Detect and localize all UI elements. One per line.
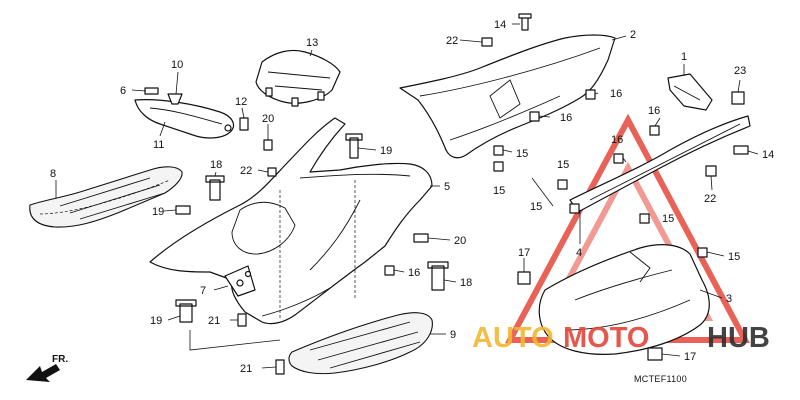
leader-lines bbox=[55, 23, 759, 369]
front-direction-label: FR. bbox=[52, 354, 68, 365]
screw-21-upper bbox=[237, 313, 247, 327]
screw-19-left bbox=[175, 205, 191, 215]
watermark-hub: HUB bbox=[707, 322, 770, 354]
part-1-bracket bbox=[667, 73, 713, 111]
watermark-text: AUTO MOTO HUB bbox=[472, 322, 770, 354]
callout-23: 23 bbox=[734, 65, 746, 77]
callout-18-right: 18 bbox=[460, 277, 472, 289]
callout-22-top: 22 bbox=[446, 35, 458, 47]
clip-22-top bbox=[481, 37, 493, 47]
callout-10: 10 bbox=[171, 59, 183, 71]
callout-22-right: 22 bbox=[704, 193, 716, 205]
bolt-18-right bbox=[427, 261, 449, 291]
callout-3: 3 bbox=[726, 293, 732, 305]
callout-17-left: 17 bbox=[518, 247, 530, 259]
fasteners bbox=[144, 13, 749, 375]
callout-2: 2 bbox=[630, 29, 636, 41]
clip-15-b bbox=[493, 161, 504, 172]
front-arrow-icon bbox=[26, 364, 60, 382]
clip-15-e bbox=[639, 213, 650, 224]
clip-16-a bbox=[585, 89, 596, 100]
part-3-lower-rear-cover bbox=[538, 244, 710, 355]
callout-13: 13 bbox=[306, 37, 318, 49]
clip-22-right bbox=[705, 165, 717, 177]
screw-19-upper bbox=[345, 133, 363, 159]
screw-20-upper bbox=[263, 139, 273, 151]
clip-15-f bbox=[697, 247, 708, 258]
screw-21-lower bbox=[275, 359, 285, 375]
front-direction-indicator: FR. bbox=[26, 354, 68, 382]
clip-15-d bbox=[569, 203, 580, 214]
callout-9: 9 bbox=[450, 329, 456, 341]
screw-14-top bbox=[518, 13, 532, 31]
clip-16-b bbox=[529, 111, 540, 122]
callout-8: 8 bbox=[50, 168, 56, 180]
part-13-center-cover bbox=[255, 49, 341, 107]
callout-20-right: 20 bbox=[454, 235, 466, 247]
bolt-17-left bbox=[517, 271, 531, 285]
part-11-side-cover bbox=[134, 99, 235, 139]
screw-14-right bbox=[733, 145, 749, 155]
clip-12 bbox=[239, 117, 249, 131]
callout-16-d: 16 bbox=[648, 105, 660, 117]
callout-19-upper: 19 bbox=[380, 145, 392, 157]
callout-4: 4 bbox=[576, 247, 582, 259]
callout-21-lower: 21 bbox=[240, 363, 252, 375]
part-4-long-rail bbox=[569, 115, 751, 213]
callout-15-a: 15 bbox=[516, 148, 528, 160]
diagram-code: MCTEF1100 bbox=[634, 374, 687, 384]
callout-16-b: 16 bbox=[560, 112, 572, 124]
bolt-18-left bbox=[205, 175, 225, 201]
part-2-upper-center-cover bbox=[399, 34, 616, 159]
callout-15-d: 15 bbox=[530, 201, 542, 213]
watermark-moto: MOTO bbox=[563, 322, 649, 354]
callout-1: 1 bbox=[681, 51, 687, 63]
callout-17-bottom: 17 bbox=[684, 351, 696, 363]
clip-10 bbox=[167, 93, 183, 105]
screw-19-bottom bbox=[175, 299, 197, 323]
callout-12: 12 bbox=[235, 96, 247, 108]
callout-14-top: 14 bbox=[494, 19, 506, 31]
part-9-right-floor-mat bbox=[288, 312, 433, 375]
callout-5: 5 bbox=[444, 181, 450, 193]
callout-7: 7 bbox=[200, 285, 206, 297]
callout-15-c: 15 bbox=[557, 159, 569, 171]
callout-16-c: 16 bbox=[611, 134, 623, 146]
callout-15-f: 15 bbox=[728, 251, 740, 263]
clip-16-c bbox=[613, 153, 624, 164]
screw-6 bbox=[144, 87, 159, 95]
callout-15-b: 15 bbox=[493, 185, 505, 197]
callout-22-mid: 22 bbox=[240, 165, 252, 177]
watermark-auto: AUTO bbox=[472, 322, 554, 354]
callout-16-e: 16 bbox=[408, 267, 420, 279]
callout-15-e: 15 bbox=[662, 213, 674, 225]
clip-16-d bbox=[649, 125, 660, 136]
callout-11: 11 bbox=[153, 139, 164, 151]
clip-22-mid bbox=[267, 167, 277, 177]
clip-15-a bbox=[493, 145, 504, 156]
callout-20-upper: 20 bbox=[262, 113, 274, 125]
callout-16-a: 16 bbox=[610, 88, 622, 100]
bolt-17-bottom bbox=[647, 347, 663, 361]
callout-21-upper: 21 bbox=[208, 315, 220, 327]
callout-6: 6 bbox=[120, 85, 126, 97]
callout-19-left: 19 bbox=[152, 206, 164, 218]
part-8-left-floor-mat bbox=[29, 166, 183, 228]
bolt-23 bbox=[731, 91, 745, 105]
screw-20-right bbox=[413, 233, 429, 243]
clip-16-on-cover bbox=[384, 265, 395, 276]
part-7-bracket bbox=[224, 265, 256, 297]
clip-15-c bbox=[557, 179, 568, 190]
part-5-main-under-cover bbox=[149, 117, 433, 325]
callout-18-left: 18 bbox=[210, 159, 222, 171]
callout-labels: 1 2 3 4 5 6 7 8 9 10 11 12 13 14 14 15 1… bbox=[50, 19, 774, 375]
callout-19-bottom: 19 bbox=[150, 315, 162, 327]
callout-14-right: 14 bbox=[762, 149, 774, 161]
